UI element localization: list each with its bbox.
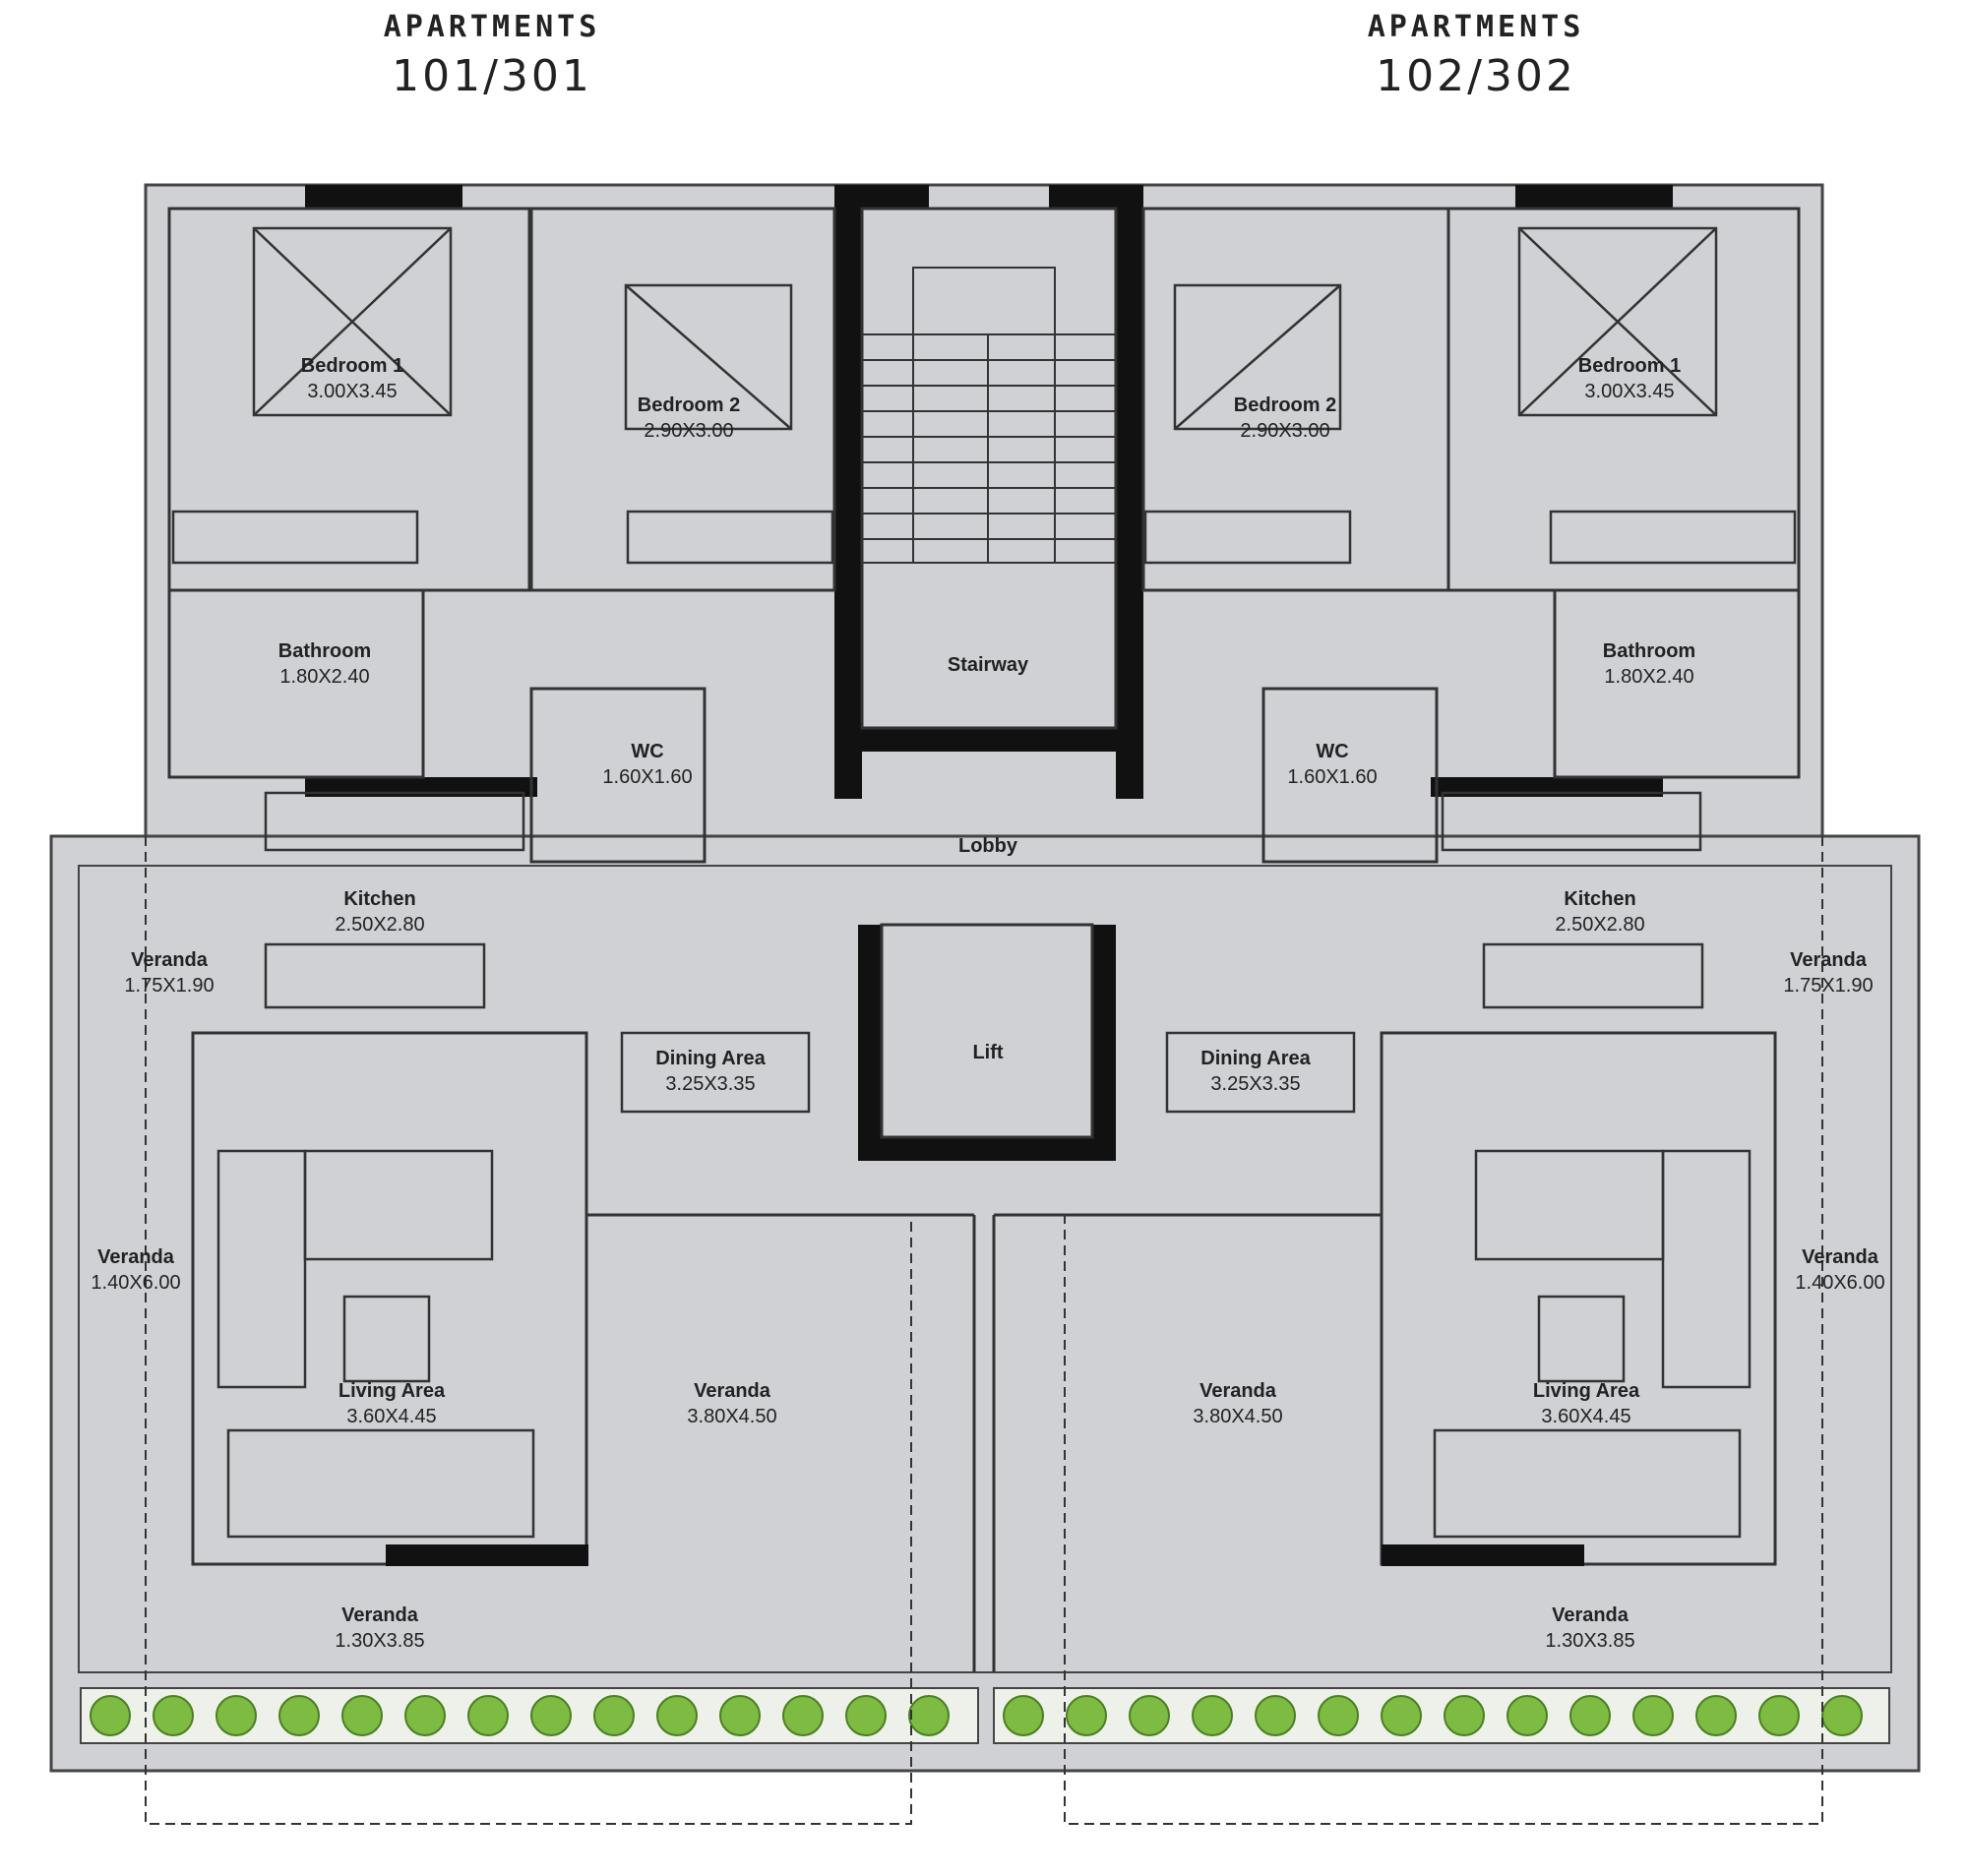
room-dimension: 2.50X2.80 xyxy=(335,914,424,936)
dashed-outlines xyxy=(145,836,1823,1825)
wardrobes xyxy=(171,510,1797,565)
apartments-right-label: APARTMENTS xyxy=(1367,10,1585,44)
room-name: WC xyxy=(1316,741,1348,762)
living-furniture xyxy=(216,1149,1752,1539)
room-dimension: 3.80X4.50 xyxy=(1193,1406,1282,1427)
room-name: Lift xyxy=(972,1042,1003,1063)
stair-wall-right xyxy=(1116,185,1143,799)
room-name: WC xyxy=(631,741,663,762)
room-name: Bedroom 2 xyxy=(1234,394,1336,416)
room-dimension: 3.80X4.50 xyxy=(687,1406,776,1427)
room-dimension: 2.50X2.80 xyxy=(1555,914,1644,936)
room-name: Veranda xyxy=(97,1246,175,1268)
room-dimension: 2.90X3.00 xyxy=(1240,420,1329,442)
room-name: Veranda xyxy=(131,949,209,971)
room-name: Veranda xyxy=(1790,949,1868,971)
room-dimension: 3.25X3.35 xyxy=(665,1073,755,1095)
room-name: Living Area xyxy=(1533,1380,1640,1402)
room-dimension: 1.30X3.85 xyxy=(1545,1630,1634,1652)
room-name: Veranda xyxy=(1552,1604,1630,1626)
apartments-left-number: 101/301 xyxy=(392,51,592,101)
apartments-left-label: APARTMENTS xyxy=(383,10,601,44)
room-name: Veranda xyxy=(1199,1380,1277,1402)
room-dimension: 3.60X4.45 xyxy=(346,1406,436,1427)
staircase xyxy=(862,267,1116,564)
lift-wall-bottom xyxy=(858,1137,1116,1161)
wall xyxy=(305,185,462,209)
room-name: Veranda xyxy=(694,1380,771,1402)
room-dimension: 1.80X2.40 xyxy=(279,666,369,688)
room-name: Bathroom xyxy=(1603,640,1695,662)
room-dimension: 3.00X3.45 xyxy=(1584,381,1674,402)
interior-partitions xyxy=(167,207,1801,1672)
room-name: Bedroom 1 xyxy=(1578,355,1681,377)
room-dimension: 2.90X3.00 xyxy=(644,420,733,442)
room-labels: Bedroom 1 3.00X3.45 Bedroom 2 2.90X3.00 … xyxy=(91,355,1884,1652)
stair-wall-bottom xyxy=(862,728,1116,752)
left-living-block xyxy=(191,1031,588,1566)
room-dimension: 1.80X2.40 xyxy=(1604,666,1693,688)
room-name: Dining Area xyxy=(1200,1048,1311,1069)
room-name: Bedroom 1 xyxy=(301,355,403,377)
room-dimension: 3.00X3.45 xyxy=(307,381,397,402)
dining-tables xyxy=(620,1031,1356,1114)
room-dimension: 1.40X6.00 xyxy=(91,1272,180,1294)
lift-wall-right xyxy=(1092,925,1116,1161)
room-name: Kitchen xyxy=(343,888,415,910)
beds xyxy=(252,226,1718,431)
room-name: Bathroom xyxy=(278,640,371,662)
planter-right xyxy=(993,1687,1890,1744)
room-name: Veranda xyxy=(341,1604,419,1626)
room-dimension: 3.25X3.35 xyxy=(1210,1073,1300,1095)
room-dimension: 3.60X4.45 xyxy=(1541,1406,1630,1427)
room-name: Living Area xyxy=(338,1380,446,1402)
wall xyxy=(386,1544,588,1566)
room-dimension: 1.40X6.00 xyxy=(1795,1272,1884,1294)
room-name: Bedroom 2 xyxy=(638,394,740,416)
right-living-block xyxy=(1380,1031,1777,1566)
room-dimension: 1.30X3.85 xyxy=(335,1630,424,1652)
room-dimension: 1.60X1.60 xyxy=(1287,766,1377,788)
planter-plants xyxy=(90,1695,1863,1736)
lift-wall-left xyxy=(858,925,882,1161)
room-name: Stairway xyxy=(948,654,1029,676)
room-dimension: 1.75X1.90 xyxy=(124,975,214,997)
wall xyxy=(1515,185,1673,209)
apartments-right-number: 102/302 xyxy=(1376,51,1576,101)
room-name: Veranda xyxy=(1802,1246,1879,1268)
room-name: Kitchen xyxy=(1564,888,1635,910)
wall xyxy=(1382,1544,1584,1566)
planter-left xyxy=(80,1687,979,1744)
room-dimension: 1.60X1.60 xyxy=(602,766,692,788)
stair-wall-left xyxy=(834,185,862,799)
kitchen-counters xyxy=(264,791,1704,1009)
terrace-inner-edge xyxy=(78,865,1892,1673)
room-name: Lobby xyxy=(958,835,1018,857)
room-name: Dining Area xyxy=(655,1048,766,1069)
room-dimension: 1.75X1.90 xyxy=(1783,975,1873,997)
